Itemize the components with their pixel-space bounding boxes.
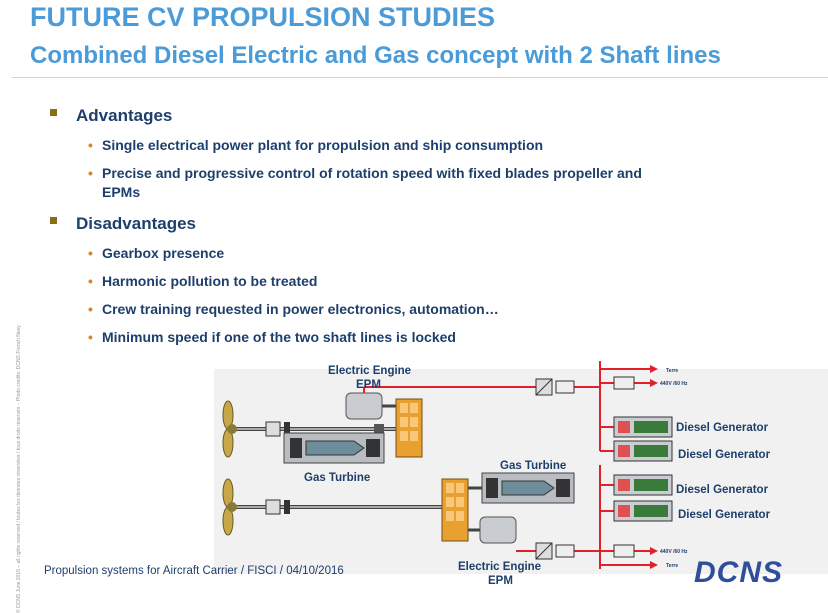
diesel-generator-1-label: Diesel Generator (676, 422, 769, 434)
bullet-dot-icon: • (88, 273, 93, 289)
bottom-epm-label: EPM (488, 575, 513, 587)
top-electric-engine-label: Electric Engine (328, 365, 411, 377)
bullet-text: Single electrical power plant for propul… (102, 137, 544, 153)
bullet-item: • Precise and progressive control of rota… (88, 164, 678, 202)
arrow-icon (650, 365, 658, 373)
heading-text: Advantages (76, 106, 173, 125)
bullet-text: Harmonic pollution to be treated (102, 273, 318, 289)
bullet-text: Precise and progressive control of rotat… (102, 165, 642, 200)
left-gas-turbine-label: Gas Turbine (304, 472, 370, 484)
arrow-icon (650, 547, 658, 555)
slide-title: FUTURE CV PROPULSION STUDIES (30, 2, 496, 32)
diesel-generator-3-label: Diesel Generator (676, 484, 769, 496)
diesel-generator-1-icon (613, 416, 673, 438)
top-electric-engine-icon (345, 392, 396, 420)
shaft-coupling-icon (284, 422, 290, 436)
top-shaft-line (222, 392, 423, 464)
section-heading-advantages: Advantages (50, 106, 172, 126)
slide-subtitle: Combined Diesel Electric and Gas concept… (30, 42, 721, 69)
diesel-generator-4-label: Diesel Generator (678, 509, 771, 521)
power-bus-wiring (363, 361, 654, 569)
bottom-shaft-line (222, 472, 575, 544)
diesel-generator-2-label: Diesel Generator (678, 449, 771, 461)
left-gas-turbine-icon (283, 432, 385, 464)
slide-footer: Propulsion systems for Aircraft Carrier … (44, 565, 344, 577)
terre-top-label: Terre (666, 368, 678, 374)
bullet-dot-icon: • (88, 165, 93, 181)
bottom-gearbox-icon (441, 478, 469, 542)
bottom-propeller-icon (222, 478, 237, 536)
top-epm-label: EPM (356, 379, 381, 391)
bullet-dot-icon: • (88, 301, 93, 317)
bullet-item: • Minimum speed if one of the two shaft l… (88, 328, 678, 347)
top-propeller-icon (222, 400, 237, 458)
dcns-logo: DCNS (694, 556, 784, 589)
square-bullet-icon (50, 109, 57, 117)
title-divider (12, 77, 828, 78)
shaft-coupling-icon (284, 500, 290, 514)
right-gas-turbine-icon (468, 472, 575, 504)
voltage-top-label: 440V /60 Hz (660, 381, 688, 387)
bullet-item: • Gearbox presence (88, 244, 678, 263)
arrow-icon (650, 379, 658, 387)
voltage-bottom-label: 440V /60 Hz (660, 549, 688, 555)
transformer-bottom-icon (613, 544, 635, 558)
transformer-top-icon (613, 376, 635, 390)
bullet-item: • Harmonic pollution to be treated (88, 272, 678, 291)
square-bullet-icon (50, 217, 57, 225)
section-heading-disadvantages: Disadvantages (50, 214, 196, 234)
diesel-generator-2-icon (613, 440, 673, 462)
bullet-item: • Single electrical power plant for propu… (88, 136, 678, 155)
bullet-text: Crew training requested in power electro… (102, 301, 499, 317)
bullet-text: Minimum speed if one of the two shaft li… (102, 329, 456, 345)
bullet-dot-icon: • (88, 245, 93, 261)
diesel-generator-3-icon (613, 474, 673, 496)
bullet-dot-icon: • (88, 137, 93, 153)
bullet-dot-icon: • (88, 329, 93, 345)
shaft-coupling-icon (374, 424, 384, 434)
top-gearbox-icon (395, 398, 423, 458)
right-gas-turbine-label: Gas Turbine (500, 460, 566, 472)
heading-text: Disadvantages (76, 214, 196, 233)
bottom-converter-icon (535, 542, 575, 560)
shaft-bearing-icon (265, 421, 281, 437)
top-converter-icon (535, 378, 575, 396)
shaft-bearing-icon (265, 499, 281, 515)
side-copyright-credit: © DCNS June 2015 – all rights reserved /… (16, 325, 22, 613)
terre-bottom-label: Terre (666, 563, 678, 569)
bottom-electric-engine-icon (468, 516, 517, 544)
arrow-icon (650, 561, 658, 569)
bullet-text: Gearbox presence (102, 245, 225, 261)
bullet-item: • Crew training requested in power electr… (88, 300, 678, 319)
propulsion-diagram: Electric Engine EPM Gas Turbine Gas Turb… (214, 361, 828, 587)
bottom-electric-engine-label: Electric Engine (458, 561, 541, 573)
diagram-background (214, 369, 828, 574)
diesel-generator-4-icon (613, 500, 673, 522)
